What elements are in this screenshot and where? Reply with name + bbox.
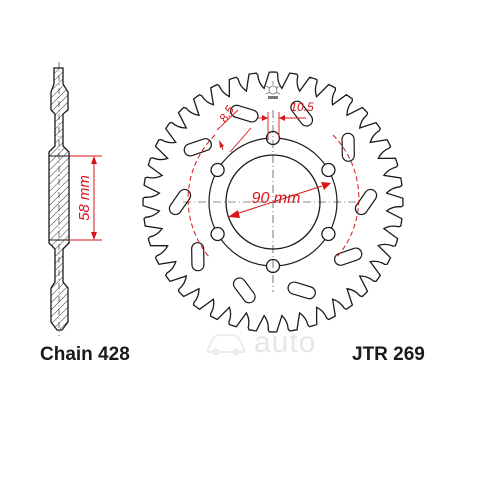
lightening-slot — [230, 104, 259, 123]
sprocket-outline — [142, 71, 404, 333]
jt-logo-icon — [265, 81, 281, 99]
lightening-holes — [168, 100, 378, 304]
bolt-hole — [321, 162, 336, 178]
lightening-slot — [168, 188, 192, 216]
lightening-slot — [290, 100, 314, 127]
lightening-slot — [232, 277, 256, 304]
hole-spacing-dimension: 10.5 — [258, 100, 314, 140]
watermark-text: auto — [254, 326, 317, 359]
hole-spacing-label: 10.5 — [290, 100, 314, 114]
lightening-slot — [183, 138, 212, 157]
bolt-hole — [210, 226, 225, 242]
chain-size-label: Chain 428 — [40, 344, 130, 365]
lightening-slot — [354, 188, 378, 216]
hub-width-dimension: 58 mm — [69, 155, 102, 241]
side-profile-outline — [48, 67, 70, 331]
hub-width-label: 58 mm — [76, 175, 93, 221]
lightening-slot — [191, 242, 205, 272]
sprocket-face — [142, 71, 404, 333]
side-profile — [48, 62, 70, 336]
bolt-circle-label: 90 mm — [252, 190, 301, 207]
car-icon — [207, 334, 245, 356]
bolt-hole — [210, 162, 225, 178]
part-number-label: JTR 269 — [352, 344, 425, 365]
watermark: auto — [204, 326, 316, 360]
bolt-circle-dimension: 90 mm — [187, 134, 360, 259]
lightening-slot — [341, 132, 355, 162]
bolt-hole — [321, 226, 336, 242]
lightening-slot — [334, 247, 363, 266]
lightening-slot — [287, 281, 316, 300]
